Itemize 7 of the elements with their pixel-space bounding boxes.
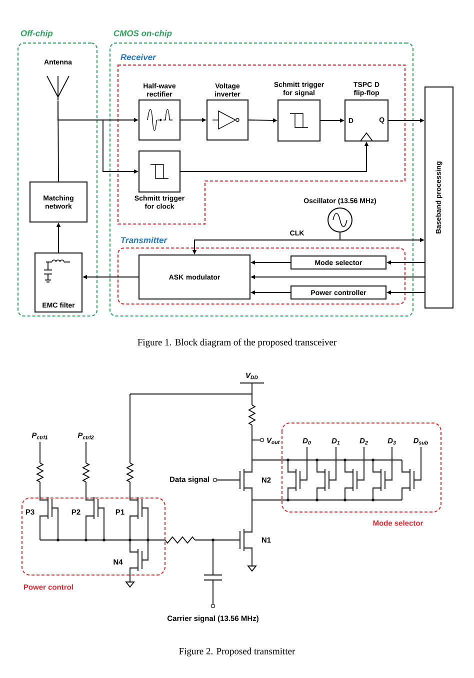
caption: Figure 1. Block diagram of the proposed transceiver xyxy=(138,338,336,348)
node-label: Receiver xyxy=(120,54,156,60)
node-label: CMOS on-chip xyxy=(114,30,172,38)
node-label: Off-chip xyxy=(20,30,53,38)
node-label: Transmitter xyxy=(121,236,168,244)
caption: Figure 2. Proposed transmitter xyxy=(179,648,296,656)
connector-line xyxy=(58,100,59,182)
